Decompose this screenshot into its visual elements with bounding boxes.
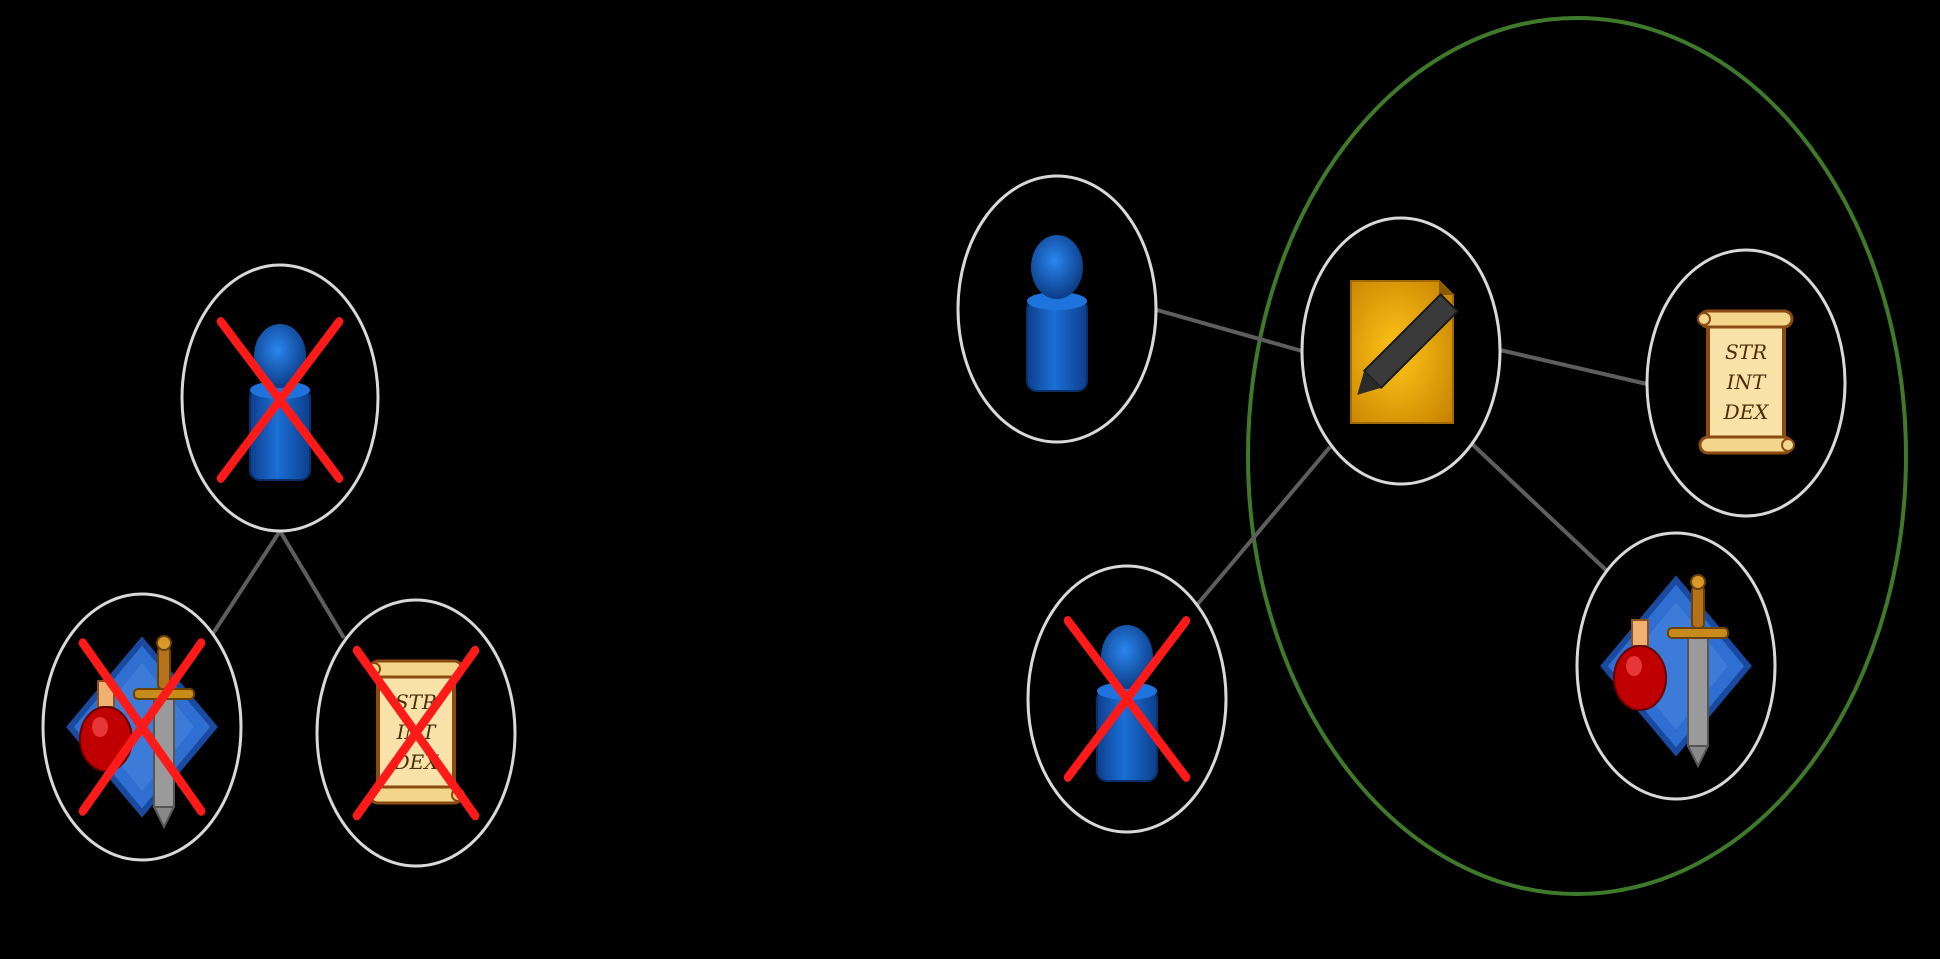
edge-root-to-scroll xyxy=(278,529,346,640)
edge-editor-to-scroll xyxy=(1499,348,1648,386)
left-tree: STR INT DEX xyxy=(41,263,517,868)
left-root-node xyxy=(180,263,380,533)
group-ring xyxy=(1246,16,1908,896)
scroll-stat-str: STR xyxy=(1725,340,1767,364)
right-person-node xyxy=(956,174,1158,444)
right-crossed-person-node xyxy=(1026,564,1228,834)
stats-scroll-icon: STR INT DEX xyxy=(1696,309,1796,455)
edge-root-to-items xyxy=(210,529,282,637)
right-graph: STR INT DEX xyxy=(956,16,1908,896)
edge-editor-to-items xyxy=(1469,441,1609,573)
edge-person-to-editor xyxy=(1156,308,1303,353)
left-items-node xyxy=(41,592,243,862)
person-icon xyxy=(1026,234,1088,392)
scroll-stat-dex: DEX xyxy=(1723,400,1770,424)
editor-hub-node xyxy=(1300,216,1502,486)
right-scroll-node: STR INT DEX xyxy=(1645,248,1847,518)
right-items-node xyxy=(1575,531,1777,801)
left-scroll-node: STR INT DEX xyxy=(315,598,517,868)
edge-editor-to-crossed-person xyxy=(1194,445,1332,608)
edit-document-icon xyxy=(1347,280,1459,424)
scroll-stat-int: INT xyxy=(1726,370,1767,394)
